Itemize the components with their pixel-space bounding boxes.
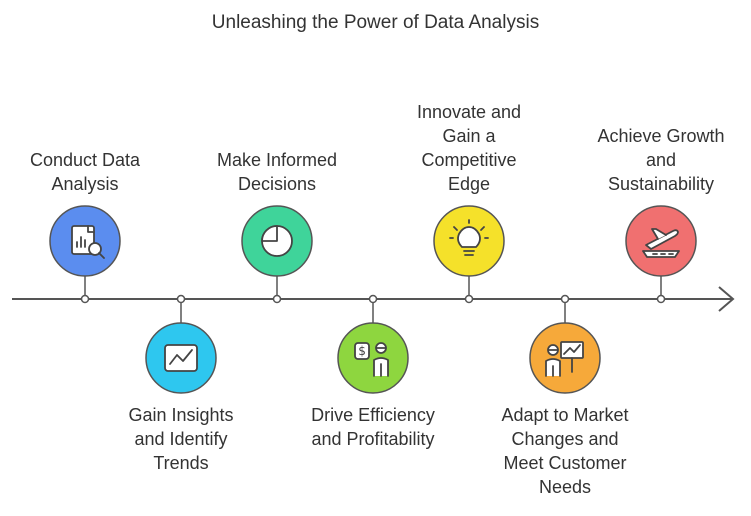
step-label-line: Adapt to Market	[501, 405, 629, 425]
timeline-node	[176, 294, 186, 304]
timeline-arrowhead	[718, 286, 735, 312]
step-label-line: Meet Customer	[503, 453, 627, 473]
step-label-line: Needs	[538, 477, 592, 497]
timeline-node	[272, 294, 282, 304]
step-label: Drive Efficiency and Profitability	[288, 403, 458, 451]
step-label-line: Changes and	[511, 429, 619, 449]
plane-takeoff-icon	[642, 228, 680, 258]
timeline-node	[560, 294, 570, 304]
step-label-line: Analysis	[51, 174, 119, 194]
money-person-icon: $	[354, 342, 389, 377]
timeline-node	[80, 294, 90, 304]
step-label-line: Make Informed	[216, 150, 338, 170]
trend-chart-icon	[164, 344, 198, 372]
step-label-line: Gain Insights	[128, 405, 234, 425]
step-label-line: Innovate and	[416, 102, 522, 122]
presenter-icon	[545, 341, 584, 377]
step-label-line: Conduct Data	[29, 150, 141, 170]
timeline-node	[368, 294, 378, 304]
step-label-line: Sustainability	[607, 174, 715, 194]
step-label-line: Trends	[153, 453, 209, 473]
step-label-line: and	[645, 150, 677, 170]
step-label-line: Achieve Growth	[597, 126, 725, 146]
timeline-node	[656, 294, 666, 304]
step-label-line: Decisions	[237, 174, 317, 194]
timeline-node	[464, 294, 474, 304]
data-analysis-icon	[71, 225, 105, 259]
svg-text:$: $	[358, 344, 366, 358]
step-label-line: Gain a	[442, 126, 496, 146]
step-label-line: and Profitability	[311, 429, 435, 449]
diagram-title: Unleashing the Power of Data Analysis	[211, 12, 540, 33]
step-circle	[337, 322, 409, 394]
step-label-line: and Identify	[134, 429, 228, 449]
step-label-line: Edge	[447, 174, 491, 194]
lightbulb-icon	[449, 219, 489, 256]
pie-chart-icon	[261, 225, 293, 257]
step-label-line: Drive Efficiency	[311, 405, 435, 425]
step-label-line: Competitive	[421, 150, 517, 170]
